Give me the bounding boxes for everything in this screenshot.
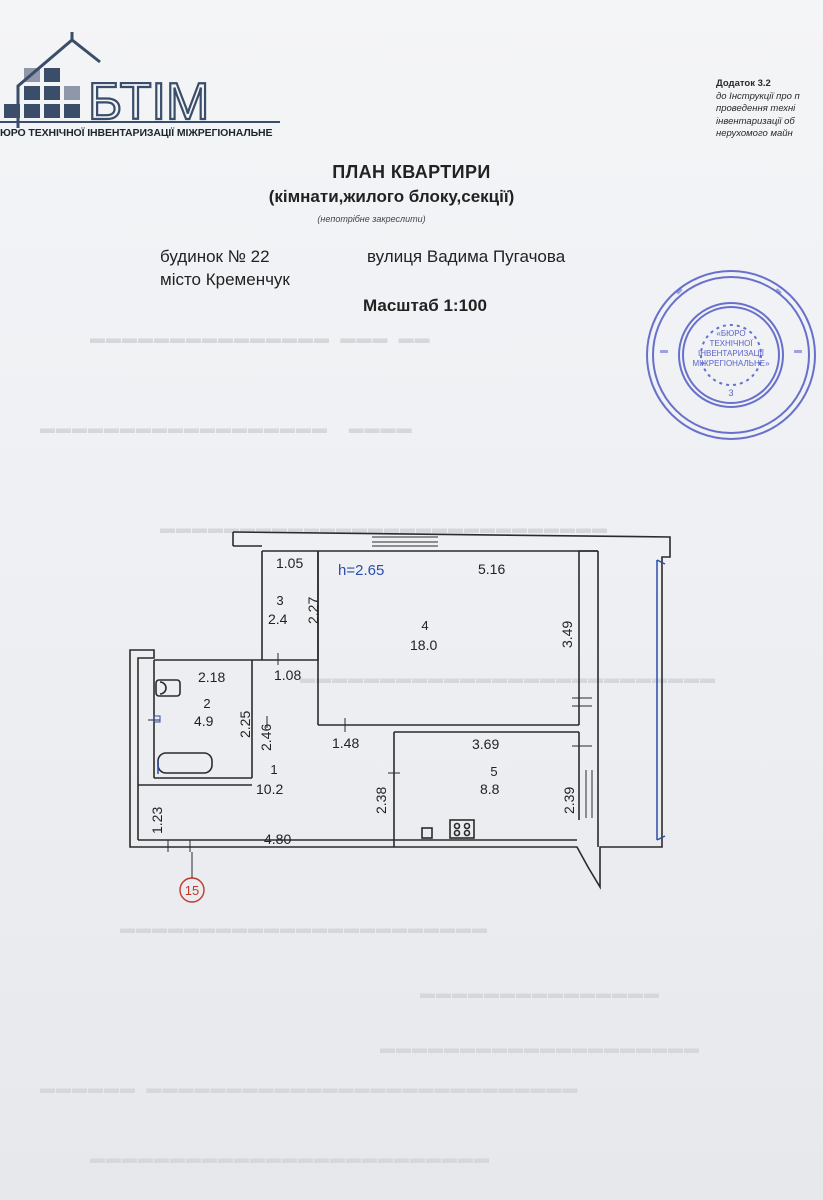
toilet-icon (155, 679, 181, 697)
stamp-text: ТЕХНІЧНОЇ (709, 339, 753, 348)
document-title: ПЛАН КВАРТИРИ (332, 162, 491, 182)
floor-plan: h=2.65 4 18.0 3 2.4 2 4.9 1 10.2 5 8.8 1… (129, 531, 671, 903)
stove-burner-icon (463, 829, 471, 837)
bleed-through-text: ▬▬▬▬▬▬ ▬▬▬▬▬▬▬▬▬▬▬▬▬▬▬▬▬▬▬▬▬▬▬▬▬▬▬ (40, 1080, 579, 1097)
btim-logo: БТІМ (0, 32, 280, 132)
room-4-area: 18.0 (410, 637, 437, 653)
street-name: вулиця Вадима Пугачова (367, 247, 566, 266)
dim-1.08: 1.08 (274, 667, 301, 683)
bleed-through-text: ▬▬▬▬▬▬▬▬▬▬▬▬▬▬▬▬▬▬▬▬▬▬▬ (120, 920, 488, 937)
dim-5.16: 5.16 (478, 561, 505, 577)
stamp-text: «БЮРО (716, 329, 745, 338)
room-1-number: 1 (270, 762, 277, 777)
dim-2.18: 2.18 (198, 669, 225, 685)
bathtub-icon (157, 752, 213, 774)
appendix-line: інвентаризації об (716, 115, 795, 127)
stove-icon (449, 819, 475, 839)
room-5-number: 5 (490, 764, 497, 779)
dim-2.38: 2.38 (373, 787, 389, 814)
dim-1.48: 1.48 (332, 735, 359, 751)
stove-burner-icon (453, 829, 461, 837)
room-3-number: 3 (276, 593, 283, 608)
dim-4.80: 4.80 (264, 831, 291, 847)
room-4-number: 4 (421, 618, 428, 633)
document-note: (непотрібне закреслити) (317, 214, 426, 224)
appendix-line: проведення техні (716, 103, 796, 114)
scale-label: Масштаб 1:100 (363, 296, 487, 315)
room-5-area: 8.8 (480, 781, 500, 797)
dim-3.49: 3.49 (559, 621, 575, 648)
room-3-area: 2.4 (268, 611, 288, 627)
dim-2.27: 2.27 (305, 597, 321, 624)
bleed-through-text: ▬▬▬▬▬▬▬▬▬▬▬▬▬▬▬▬▬▬▬▬▬▬▬▬▬▬ (300, 670, 716, 687)
ceiling-height: h=2.65 (338, 562, 384, 579)
room-1-area: 10.2 (256, 781, 283, 797)
bleed-through-text: ▬▬▬▬▬▬▬▬▬▬▬▬▬▬▬ ▬▬▬ ▬▬ (90, 330, 431, 347)
logo-caption: ЮРО ТЕХНІЧНОЇ ІНВЕНТАРИЗАЦІЇ МІЖРЕГІОНАЛ… (0, 127, 273, 139)
dim-3.69: 3.69 (472, 736, 499, 752)
dim-1.23: 1.23 (149, 807, 165, 834)
appendix-line: нерухомого майн (716, 128, 793, 139)
stamp-text: МІЖРЕГІОНАЛЬНЕ» (692, 359, 770, 368)
logo-text: БТІМ (88, 73, 209, 131)
bleed-through-text: ▬▬▬▬▬▬▬▬▬▬▬▬▬▬▬▬▬▬ ▬▬▬▬ (40, 420, 413, 437)
appendix-line: до Інструкції про п (716, 90, 800, 102)
toilet-icon (159, 681, 167, 695)
stamp-number: 3 (728, 388, 733, 398)
stamp-text: ІНВЕНТАРИЗАЦІЇ (698, 349, 765, 358)
dim-2.25: 2.25 (237, 711, 253, 738)
room-2-number: 2 (203, 696, 210, 711)
city-name: місто Кременчук (160, 270, 290, 289)
stove-burner-icon (453, 822, 461, 830)
dim-2.39: 2.39 (561, 787, 577, 814)
bleed-through-text: ▬▬▬▬▬▬▬▬▬▬▬▬▬▬▬▬▬▬▬▬ (380, 1040, 700, 1057)
sink-icon (421, 827, 433, 839)
official-stamp: «БЮРО ТЕХНІЧНОЇ ІНВЕНТАРИЗАЦІЇ МІЖРЕГІОН… (646, 270, 816, 440)
outer-wall (129, 531, 671, 890)
stove-burner-icon (463, 822, 471, 830)
socket-icon (153, 715, 161, 723)
appendix-line: Додаток 3.2 (716, 78, 771, 89)
appendix-reference: Додаток 3.2 до Інструкції про п проведен… (716, 78, 800, 141)
house-number: будинок № 22 (160, 247, 270, 266)
dim-1.05: 1.05 (276, 555, 303, 571)
bleed-through-text: ▬▬▬▬▬▬▬▬▬▬▬▬▬▬▬ (420, 985, 660, 1002)
document-subtitle: (кімнати,жилого блоку,секції) (268, 187, 515, 206)
bleed-through-text: ▬▬▬▬▬▬▬▬▬▬▬▬▬▬▬▬▬▬▬▬▬▬▬▬▬ (90, 1150, 490, 1167)
room-2-area: 4.9 (194, 713, 214, 729)
axis-marker-label: 15 (185, 883, 199, 898)
dim-2.46: 2.46 (258, 724, 274, 751)
